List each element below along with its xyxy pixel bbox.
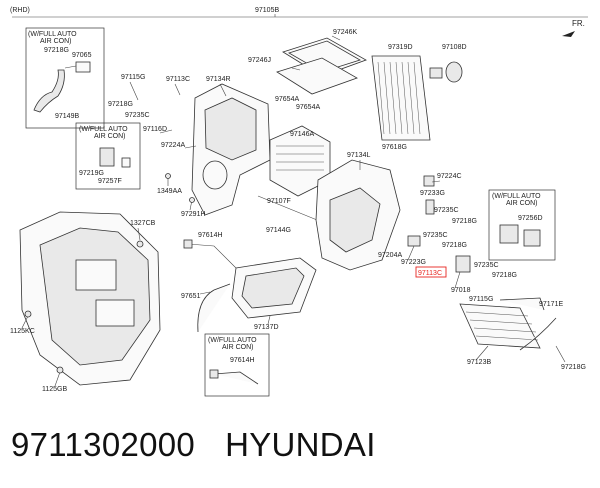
- callout-97115g: 97115G: [121, 74, 145, 81]
- callout-97651: 97651: [181, 293, 201, 300]
- inset-right-note-2: AIR CON): [506, 200, 538, 207]
- callout-97065: 97065: [72, 52, 92, 59]
- sensor-part: [75, 61, 91, 73]
- callout-97618g: 97618G: [382, 144, 407, 151]
- pipe-part: [499, 297, 545, 311]
- part-number: 9711302000: [11, 426, 196, 463]
- inset-mid-left-note-1: (W/FULL AUTO: [79, 126, 128, 133]
- callout-97113c: 97113C: [166, 76, 190, 83]
- callout-97134l: 97134L: [347, 152, 370, 159]
- actuator-motor-part: [455, 255, 471, 273]
- clip-part: [423, 175, 435, 187]
- callout-97115g-b: 97115G: [469, 296, 493, 303]
- sensor-wire-part: [213, 371, 259, 385]
- callout-97108d: 97108D: [442, 44, 467, 51]
- blower-housing-part: [191, 83, 271, 216]
- callout-97137d: 97137D: [254, 324, 279, 331]
- filter-cover-part: [276, 37, 367, 95]
- callout-97218g-d: 97218G: [492, 272, 517, 279]
- callout-97018: 97018: [451, 287, 471, 294]
- callout-97218g-c: 97218G: [442, 242, 467, 249]
- callout-97134r: 97134R: [206, 76, 231, 83]
- callout-97246k: 97246K: [333, 29, 357, 36]
- inset-bottom: (W/FULL AUTO AIR CON) 97614H: [204, 333, 270, 397]
- inset-top-left-note-1: (W/FULL AUTO: [28, 31, 77, 38]
- callout-97614h: 97614H: [198, 232, 223, 239]
- inset-bottom-note-2: AIR CON): [222, 344, 254, 351]
- inset-right: (W/FULL AUTO AIR CON) 97256D: [488, 189, 556, 261]
- callout-97654a-2: 97654A: [296, 104, 320, 111]
- heater-pipe-part: [519, 317, 557, 351]
- highlight-box: [415, 266, 447, 278]
- callout-97614h-inset: 97614H: [230, 357, 255, 364]
- callout-97257f: 97257F: [98, 178, 122, 185]
- actuator-part: [499, 224, 519, 244]
- front-label: FR.: [572, 19, 585, 28]
- hose-part: [33, 69, 65, 113]
- callout-97219g: 97219G: [79, 170, 104, 177]
- callout-97144g: 97144G: [266, 227, 291, 234]
- main-assembly-ref: 97105B: [255, 7, 279, 14]
- seal-part: [445, 61, 463, 83]
- callout-97218g-e: 97218G: [561, 364, 586, 371]
- evaporator-core-part: [371, 55, 431, 141]
- leader-lines: [21, 81, 566, 387]
- inset-mid-left-note-2: AIR CON): [94, 133, 126, 140]
- callout-97224c: 97224C: [437, 173, 462, 180]
- inset-mid-left: (W/FULL AUTO AIR CON) 97219G 97257F: [75, 122, 141, 190]
- callout-97218g-inset: 97218G: [44, 47, 69, 54]
- inset-top-left: (W/FULL AUTO AIR CON) 97218G 97065 97149…: [25, 27, 105, 129]
- heater-core-part: [459, 303, 541, 349]
- drain-hose-part: [197, 283, 231, 333]
- callout-97116d: 97116D: [143, 126, 167, 133]
- callout-1125kc: 1125KC: [10, 328, 35, 335]
- sensor-module-part: [99, 147, 115, 167]
- callout-1327cb: 1327CB: [130, 220, 156, 227]
- inset-top-left-note-2: AIR CON): [40, 38, 72, 45]
- callout-1125gb: 1125GB: [42, 386, 67, 393]
- callout-97319d: 97319D: [388, 44, 413, 51]
- callout-97235c-b: 97235C: [434, 207, 459, 214]
- callout-97235c-d: 97235C: [474, 262, 499, 269]
- drain-tray-part: [231, 257, 317, 319]
- callout-97246j: 97246J: [248, 57, 271, 64]
- callouts: 97246K 97319D 97108D 97246J 97654A 97654…: [10, 29, 586, 393]
- hvac-assembly-part: [19, 211, 161, 386]
- brand-name: HYUNDAI: [225, 426, 376, 463]
- callout-97113c-highlighted: 97113C: [418, 270, 442, 277]
- front-arrow-icon: [562, 31, 575, 37]
- inset-right-note-1: (W/FULL AUTO: [492, 193, 541, 200]
- rod-part: [257, 195, 323, 223]
- sensor-lead-part: [187, 243, 237, 269]
- callout-97291h: 97291H: [181, 211, 206, 218]
- callout-97146a: 97146A: [290, 131, 314, 138]
- bolt-part: [136, 240, 144, 248]
- callout-97171e: 97171E: [539, 301, 563, 308]
- callout-97218g-a: 97218G: [108, 101, 133, 108]
- callout-97218g-b: 97218G: [452, 218, 477, 225]
- callout-97107f: 97107F: [267, 198, 291, 205]
- callout-1349aa: 1349AA: [157, 188, 182, 195]
- inset-bottom-note-1: (W/FULL AUTO: [208, 337, 257, 344]
- callout-97204a: 97204A: [378, 252, 402, 259]
- callout-97123b: 97123B: [467, 359, 491, 366]
- callout-97149b: 97149B: [55, 113, 79, 120]
- parts-diagram: (RHD) 97105B FR. (W/FULL AUTO AIR CON) 9…: [10, 7, 588, 397]
- callout-97224a: 97224A: [161, 142, 185, 149]
- callout-97256d: 97256D: [518, 215, 543, 222]
- heater-housing-part: [315, 159, 401, 271]
- callout-97233g: 97233G: [420, 190, 445, 197]
- rhd-label: (RHD): [10, 7, 30, 14]
- callout-97654a-1: 97654A: [275, 96, 299, 103]
- callout-97235c-c: 97235C: [423, 232, 448, 239]
- footer: 9711302000 HYUNDAI: [11, 426, 591, 476]
- callout-97235c-a: 97235C: [125, 112, 150, 119]
- callout-97223g: 97223G: [401, 259, 426, 266]
